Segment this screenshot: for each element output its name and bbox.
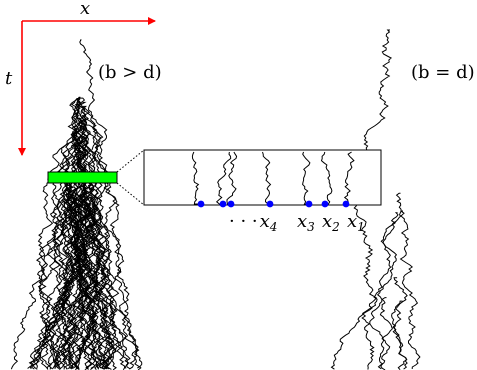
x-axis-label: x xyxy=(80,0,90,19)
right-condition-label: (b = d) xyxy=(411,62,475,83)
branch-path xyxy=(59,101,94,369)
inset-paths xyxy=(191,151,355,205)
branch-path xyxy=(52,189,86,369)
inset-walk-path xyxy=(191,151,201,205)
particle-dot xyxy=(321,200,329,208)
branch-path xyxy=(62,208,87,370)
branch-path xyxy=(398,210,421,370)
inset-walk-path xyxy=(320,151,333,205)
inset-walk-path xyxy=(343,151,355,205)
x2-label: x2 xyxy=(322,211,340,234)
branch-path xyxy=(77,97,142,370)
branch-path xyxy=(28,196,86,370)
highlight-strip xyxy=(47,171,118,184)
axes: x t xyxy=(5,0,156,156)
branch-path xyxy=(82,184,121,370)
branch-path xyxy=(66,190,112,370)
branch-path xyxy=(86,203,128,370)
particle-dot xyxy=(342,200,350,208)
zoom-connectors xyxy=(116,149,145,206)
particle-dot xyxy=(305,200,313,208)
particle-dot xyxy=(227,200,235,208)
branch-path xyxy=(48,194,90,370)
branch-path xyxy=(82,198,117,370)
branch-path xyxy=(77,126,111,370)
branch-path xyxy=(330,192,405,370)
inset-walk-path xyxy=(262,151,272,205)
branch-path xyxy=(63,98,131,369)
inset-walk-path xyxy=(302,151,311,205)
inset-walk-path xyxy=(226,151,238,205)
branch-path xyxy=(10,97,81,370)
x3-label: x3 xyxy=(297,211,315,234)
left-condition-label: (b > d) xyxy=(98,62,162,83)
particle-dot xyxy=(219,200,227,208)
x1-label: x1 xyxy=(347,211,365,234)
branch-path xyxy=(364,297,387,370)
inset-zoom xyxy=(143,149,382,208)
branch-path xyxy=(27,104,81,369)
ellipsis-label: · · ·x4 xyxy=(229,211,277,234)
t-axis-label: t xyxy=(5,68,13,89)
branch-path xyxy=(376,212,399,370)
particle-dot xyxy=(266,200,274,208)
inset-frame xyxy=(143,149,382,206)
branch-path xyxy=(391,277,408,370)
branch-path xyxy=(73,115,102,370)
inset-walk-path xyxy=(215,151,232,205)
inset-labels: · · ·x4 x3 x2 x1 xyxy=(229,211,365,234)
particle-dot xyxy=(197,200,205,208)
inset-dots xyxy=(197,200,350,208)
left-branching-tree xyxy=(10,39,143,370)
